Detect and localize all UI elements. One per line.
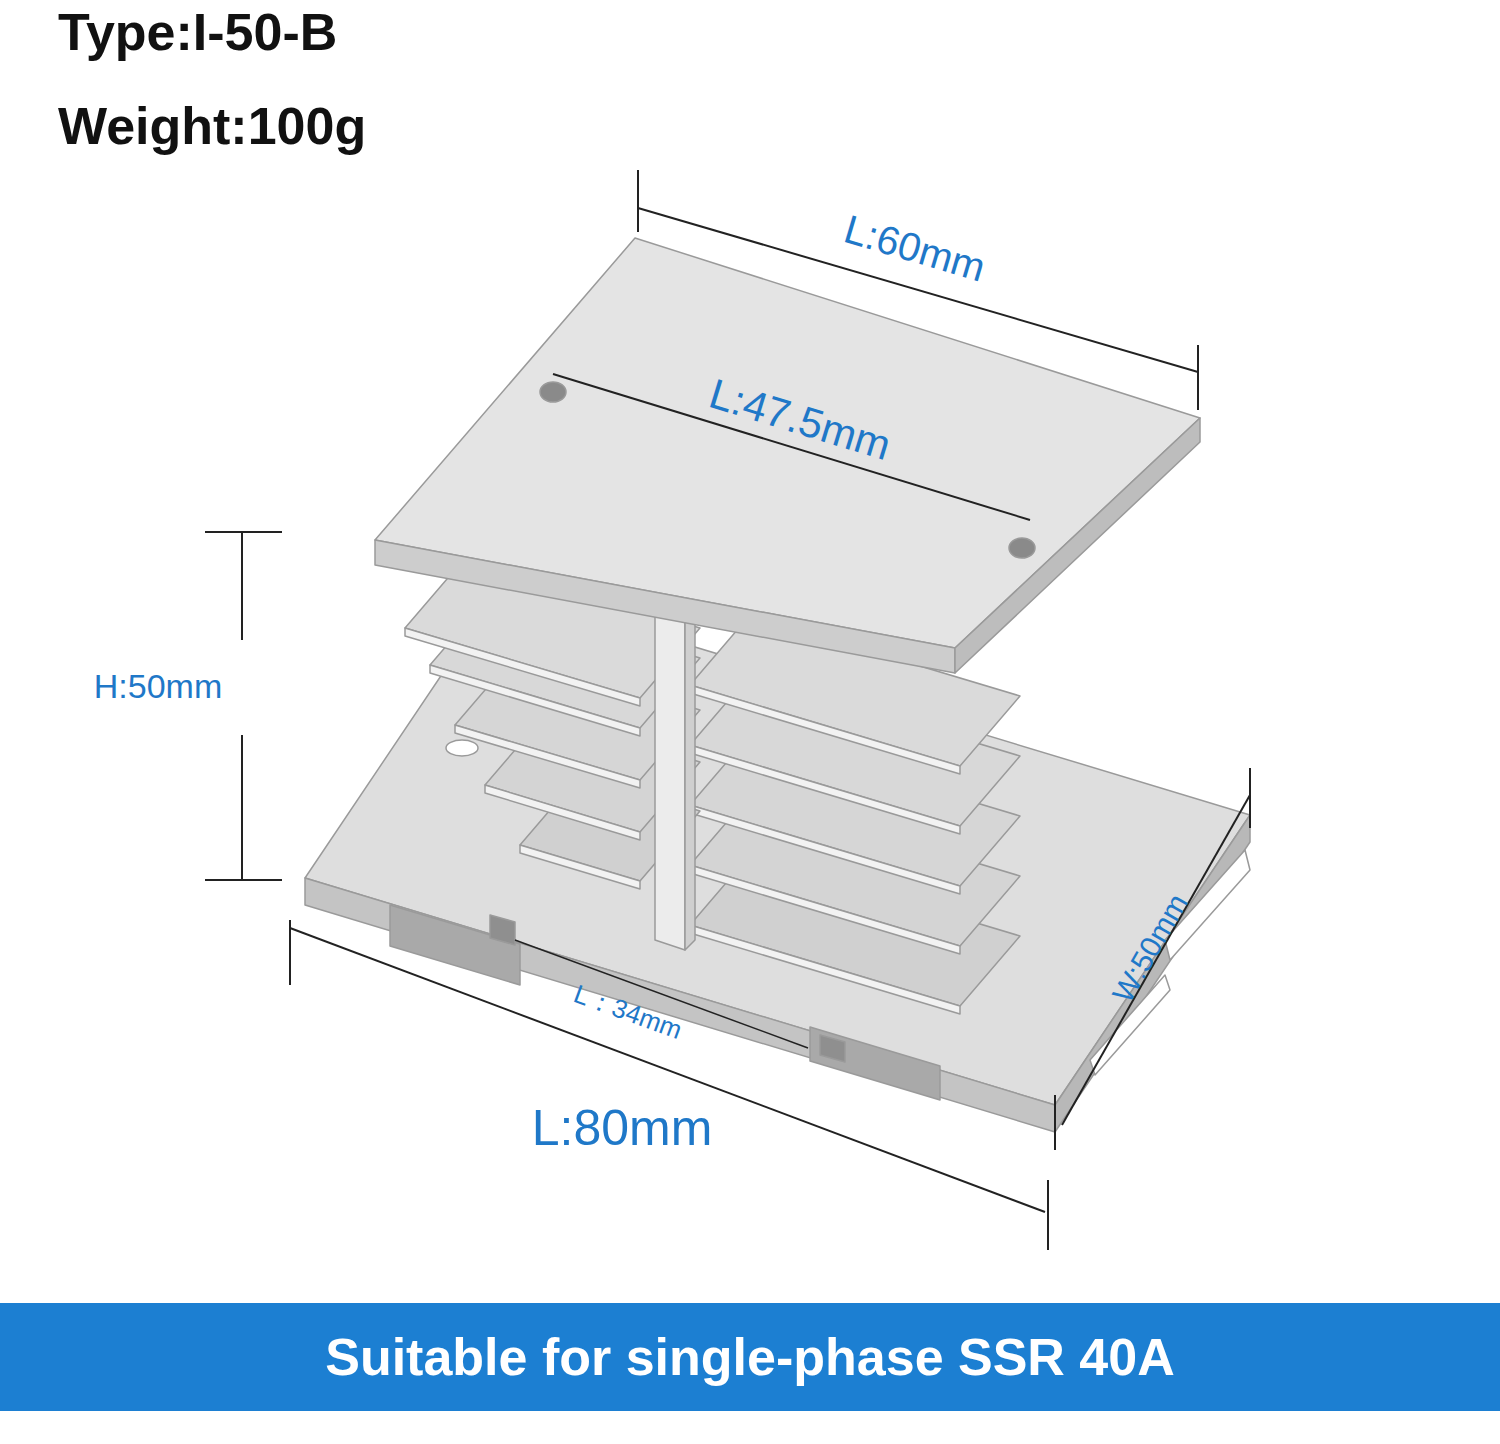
- dimension-label: L:80mm: [532, 1101, 713, 1156]
- spec-text: Type:I-50-B: [58, 4, 337, 61]
- caption: Suitable for single-phase SSR 40A: [0, 1303, 1500, 1411]
- spec-text: Weight:100g: [58, 98, 366, 155]
- dimension-label: L:60mm: [839, 206, 990, 289]
- dimension-label: H:50mm: [94, 668, 222, 705]
